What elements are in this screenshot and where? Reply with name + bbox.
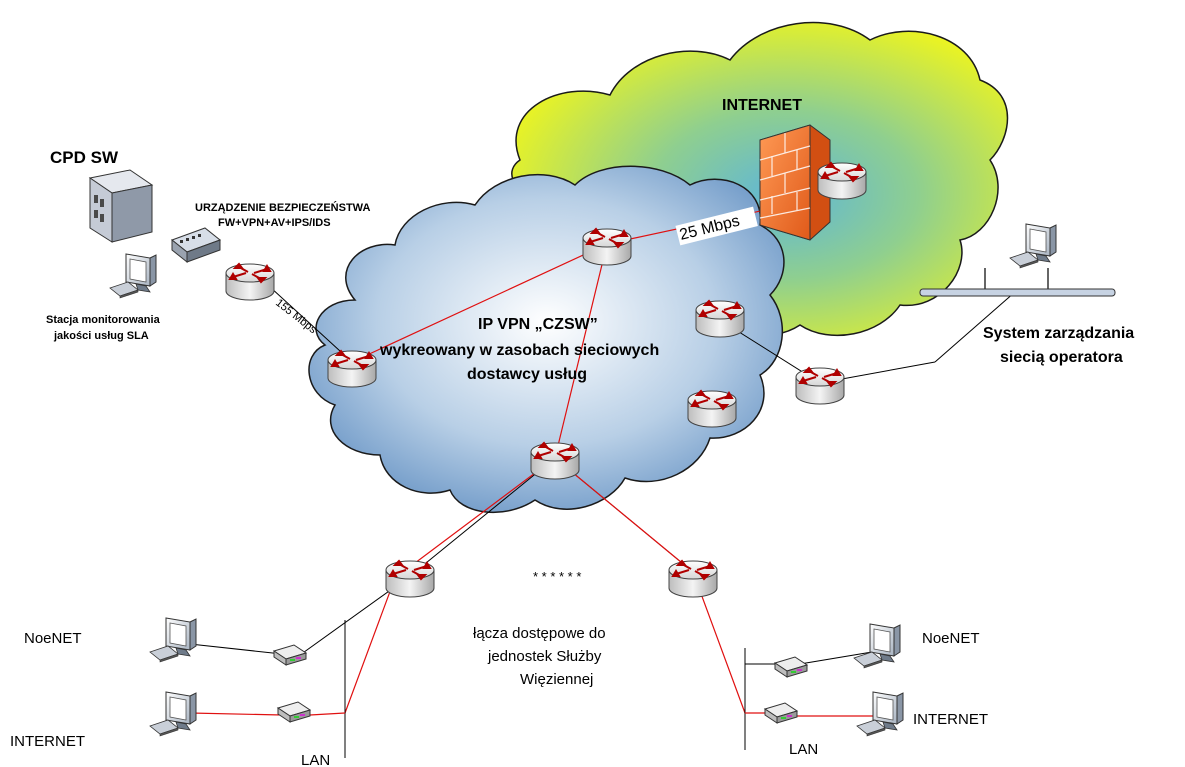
access-label-3: Więziennej [520,671,593,688]
security-device-label-2: FW+VPN+AV+IPS/IDS [218,217,331,229]
cpd-label: CPD SW [50,148,119,167]
firewall-icon [759,124,831,241]
access-label-1: łącza dostępowe do [473,625,606,642]
internet-cloud-label: INTERNET [722,97,802,114]
nms-label-2: siecią operatora [1000,349,1123,366]
right-internet-label: INTERNET [913,711,988,728]
link-core-to-bottom [554,243,608,459]
workstation-icon-sla [109,253,157,299]
modem-icon-left-noenet [273,644,307,666]
workstation-icon-left-internet [149,691,197,737]
left-noenet-label: NoeNET [24,630,82,647]
link-155-label: 155 Mbps [273,297,319,337]
router-nms [795,367,845,405]
modem-icon-right-noenet [774,656,808,678]
left-internet-label: INTERNET [10,733,85,750]
right-noenet-label: NoeNET [922,630,980,647]
management-bus [919,268,1116,297]
right-lan-label: LAN [789,741,818,758]
router-bottom [530,442,580,480]
workstation-icon-left-noenet [149,617,197,663]
security-device-label-1: URZĄDZENIE BEZPIECZEŃSTWA [195,201,370,214]
link-edge-to-core [351,243,608,363]
router-left-branch [385,560,435,598]
nms-label-1: System zarządzania [983,325,1134,342]
link-bottom-to-left-router-black [409,457,556,577]
router-cpd [225,263,275,301]
asterisks-label: * * * * * * [533,569,581,584]
workstation-icon-right-internet [856,691,904,737]
modem-icon-right-internet [764,702,798,724]
vpn-label-2: wykreowany w zasobach sieciowych [379,342,659,359]
security-device-icon [170,227,222,264]
left-lan-label: LAN [301,752,330,767]
monitoring-label-1: Stacja monitorowania [46,314,161,326]
vpn-label-1: IP VPN „CZSW” [478,316,598,333]
router-edge-cpd [327,350,377,388]
server-icon [88,169,154,243]
link-bus-to-drop [934,291,1016,363]
router-right-branch [668,560,718,598]
access-label-2: jednostek Służby [487,648,602,665]
workstation-icon-right-noenet [853,623,901,669]
router-vpn-right-lower [687,390,737,428]
modem-icon-left-internet [277,701,311,723]
vpn-label-3: dostawcy usług [467,366,587,383]
vpn-cloud [308,165,785,513]
monitoring-label-2: jakości usług SLA [53,330,149,342]
workstation-icon-nms [1009,223,1057,269]
router-internet [817,162,867,200]
router-core [582,228,632,266]
router-right [695,300,745,338]
